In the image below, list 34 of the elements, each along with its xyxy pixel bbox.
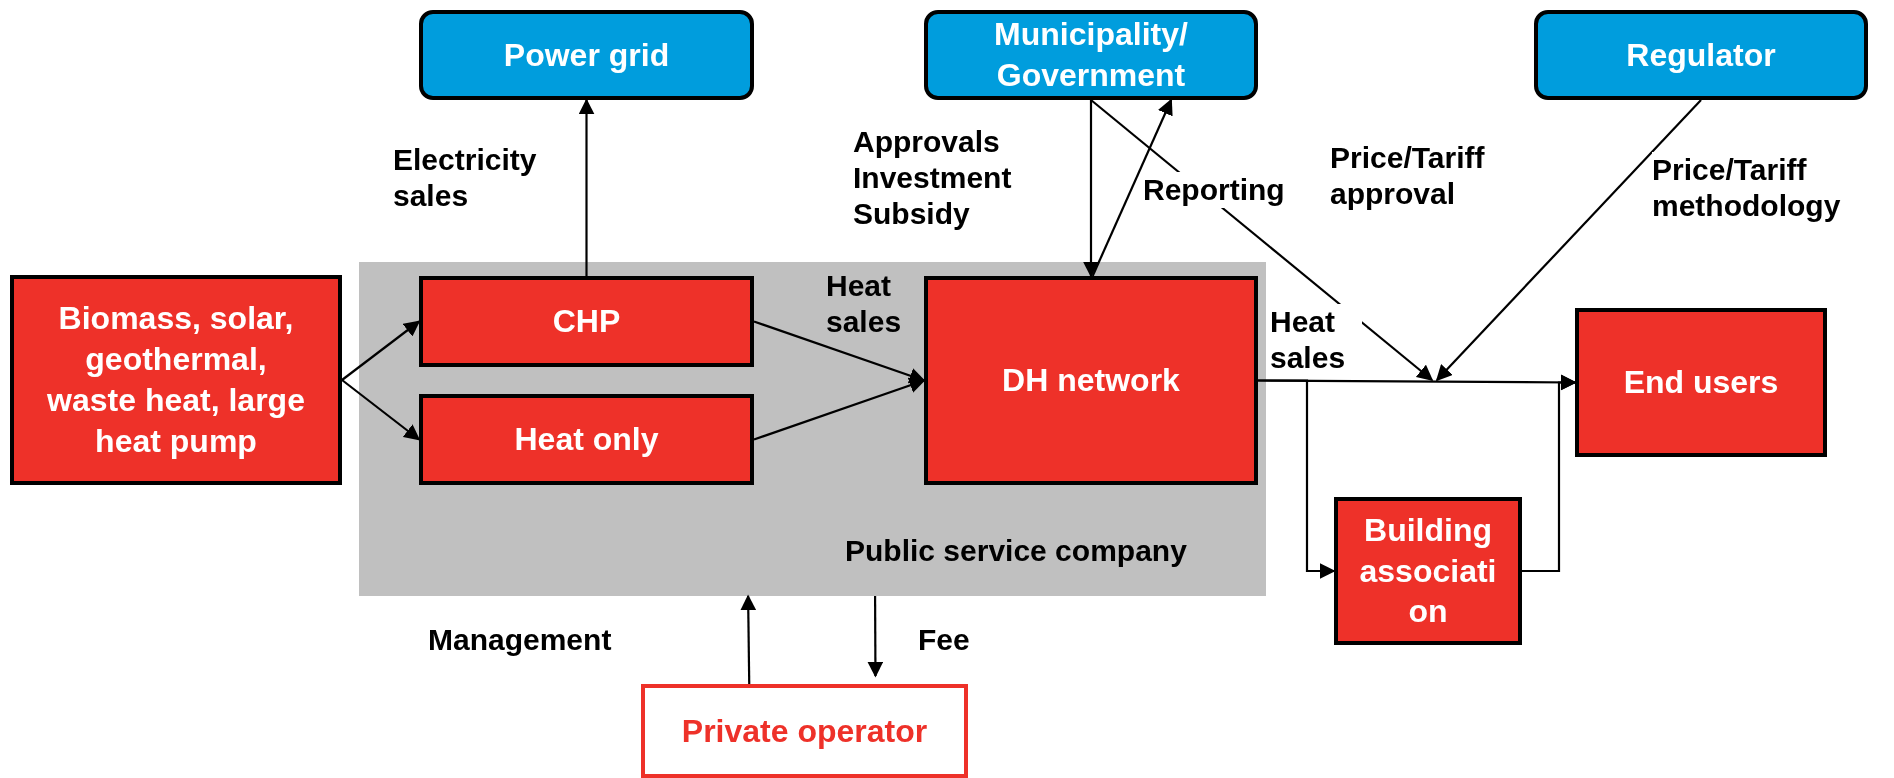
arrow	[1083, 100, 1099, 278]
arrow	[867, 596, 884, 678]
node-label: Heat only	[513, 420, 660, 459]
arrow	[1522, 374, 1577, 573]
arrow	[1435, 99, 1702, 382]
arrow	[753, 320, 926, 384]
stakeholder-box	[419, 10, 754, 100]
arrow	[1091, 98, 1173, 277]
process-box	[1334, 497, 1522, 645]
area-label: Public service company	[844, 533, 1188, 569]
arrow	[578, 98, 595, 276]
arrow	[341, 320, 421, 381]
stakeholder-box	[1534, 10, 1868, 100]
arrow	[1258, 379, 1336, 579]
node-label: Private operator	[680, 711, 929, 751]
node-label: DH network	[1001, 361, 1181, 400]
operator-box	[641, 684, 968, 778]
node-label: End users	[1622, 363, 1780, 402]
process-box	[419, 394, 754, 485]
node-label: Building association	[1358, 510, 1498, 632]
process-box	[10, 275, 342, 485]
node-label: Municipality/ Government	[993, 15, 1189, 95]
stakeholder-box	[924, 10, 1258, 100]
arrow	[341, 379, 421, 441]
process-box	[924, 276, 1258, 485]
node-label: Biomass, solar, geothermal, waste heat, large heat pump	[46, 299, 306, 461]
company-area	[359, 262, 1266, 596]
node-label: Regulator	[1625, 35, 1777, 75]
process-box	[419, 276, 754, 367]
process-box	[1575, 308, 1827, 457]
arrow	[753, 377, 926, 441]
arrow	[740, 594, 757, 684]
node-label: CHP	[551, 302, 622, 341]
node-label: Power grid	[502, 35, 671, 75]
